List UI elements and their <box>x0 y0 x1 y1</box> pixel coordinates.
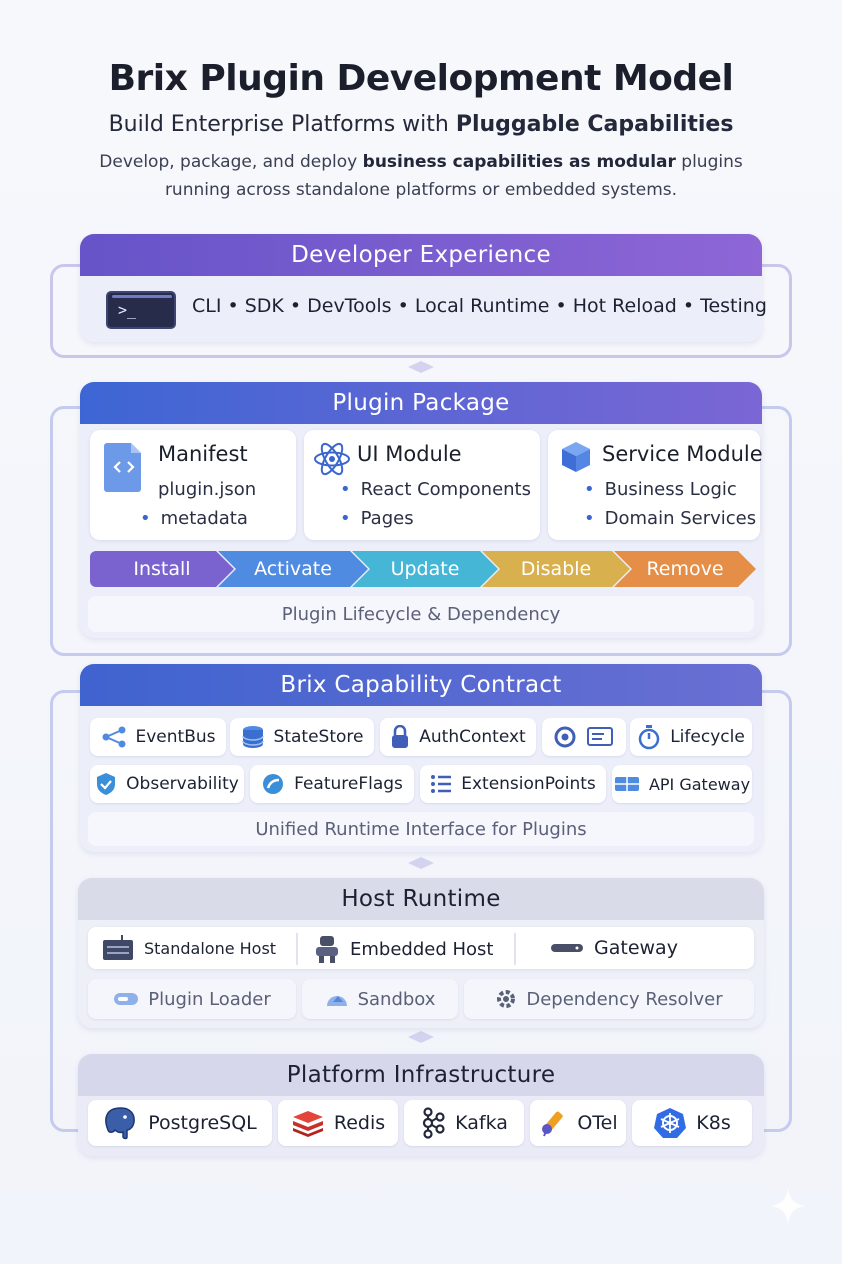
share-icon <box>102 726 125 748</box>
dependency-resolver-chip: Dependency Resolver <box>464 979 754 1019</box>
postgresql-chip: PostgreSQL <box>88 1100 272 1146</box>
list-icon <box>431 775 452 793</box>
sandbox-icon <box>326 996 347 1006</box>
database-icon <box>241 726 264 748</box>
kafka-chip: Kafka <box>404 1100 524 1146</box>
redis-chip: Redis <box>278 1100 398 1146</box>
connector-icon <box>408 1031 434 1043</box>
observability-chip: Observability <box>90 765 244 803</box>
featureflags-chip: FeatureFlags <box>250 765 414 803</box>
settings-chip <box>542 718 626 756</box>
platform-infrastructure-title: Platform Infrastructure <box>78 1054 764 1096</box>
monitor-list-icon <box>586 727 613 746</box>
host-runtime-title: Host Runtime <box>78 878 764 920</box>
kafka-icon <box>423 1107 445 1139</box>
cube-icon <box>562 442 590 472</box>
lock-icon <box>392 725 409 748</box>
eventbus-chip: EventBus <box>90 718 226 756</box>
statestore-chip: StateStore <box>230 718 374 756</box>
code-file-icon <box>104 443 141 492</box>
service-module-title: Service Module <box>602 442 763 466</box>
shield-icon <box>97 773 116 795</box>
capability-contract-title: Brix Capability Contract <box>80 664 762 706</box>
lifecycle-update: Update <box>352 551 498 587</box>
robot-icon <box>316 936 338 963</box>
page-subtitle: Build Enterprise Platforms with Pluggabl… <box>108 112 734 137</box>
authcontext-chip: AuthContext <box>380 718 536 756</box>
react-icon <box>314 442 350 476</box>
host-row <box>88 927 754 969</box>
sandbox-chip: Sandbox <box>302 979 458 1019</box>
unified-runtime-footer: Unified Runtime Interface for Plugins <box>88 812 754 846</box>
lifecycle-activate: Activate <box>218 551 368 587</box>
developer-tools-list: CLI • SDK • DevTools • Local Runtime • H… <box>192 295 767 317</box>
developer-experience-title: Developer Experience <box>80 234 762 276</box>
telescope-icon <box>542 1111 564 1137</box>
plugin-lifecycle-footer: Plugin Lifecycle & Dependency <box>88 596 754 632</box>
terminal-icon: >_ <box>106 291 176 329</box>
sparkle-icon <box>770 1188 806 1224</box>
lifecycle-disable: Disable <box>482 551 630 587</box>
postgresql-icon <box>105 1107 136 1140</box>
manifest-file: plugin.json <box>158 479 257 500</box>
otel-chip: OTel <box>530 1100 626 1146</box>
service-module-item: Domain Services <box>584 508 756 529</box>
connector-icon <box>408 361 434 373</box>
divider <box>514 933 516 965</box>
standalone-host: Standalone Host <box>102 934 276 962</box>
loader-icon <box>114 993 139 1005</box>
k8s-chip: K8s <box>632 1100 752 1146</box>
lifecycle-chip: Lifecycle <box>630 718 752 756</box>
ui-module-item: Pages <box>340 508 414 529</box>
description-line-1: Develop, package, and deploy business ca… <box>99 152 743 172</box>
developer-experience-section: Developer Experience <box>80 234 762 342</box>
kubernetes-icon <box>654 1108 687 1138</box>
flag-icon <box>263 774 284 794</box>
extensionpoints-chip: ExtensionPoints <box>420 765 606 803</box>
manifest-item: metadata <box>140 508 248 529</box>
gear-icon <box>497 990 516 1008</box>
gateway-bar-icon <box>551 944 583 952</box>
connector-icon <box>408 857 434 869</box>
plugin-loader-chip: Plugin Loader <box>88 979 296 1019</box>
divider <box>296 933 298 965</box>
redis-icon <box>292 1111 323 1137</box>
settings-icon <box>554 726 575 748</box>
page-title: Brix Plugin Development Model <box>108 58 734 99</box>
gateway-host: Gateway <box>550 934 678 962</box>
api-gateway-chip: API Gateway <box>612 765 752 803</box>
server-icon <box>103 935 133 960</box>
lifecycle-install: Install <box>90 551 234 587</box>
lifecycle-remove: Remove <box>614 551 756 587</box>
ui-module-item: React Components <box>340 479 531 500</box>
ui-module-title: UI Module <box>357 442 462 466</box>
plugin-package-title: Plugin Package <box>80 382 762 424</box>
service-module-item: Business Logic <box>584 479 737 500</box>
gateway-icon <box>614 777 639 791</box>
timer-icon <box>638 725 660 750</box>
embedded-host: Embedded Host <box>314 934 493 964</box>
description-line-2: running across standalone platforms or e… <box>164 180 678 200</box>
manifest-title: Manifest <box>158 442 248 466</box>
